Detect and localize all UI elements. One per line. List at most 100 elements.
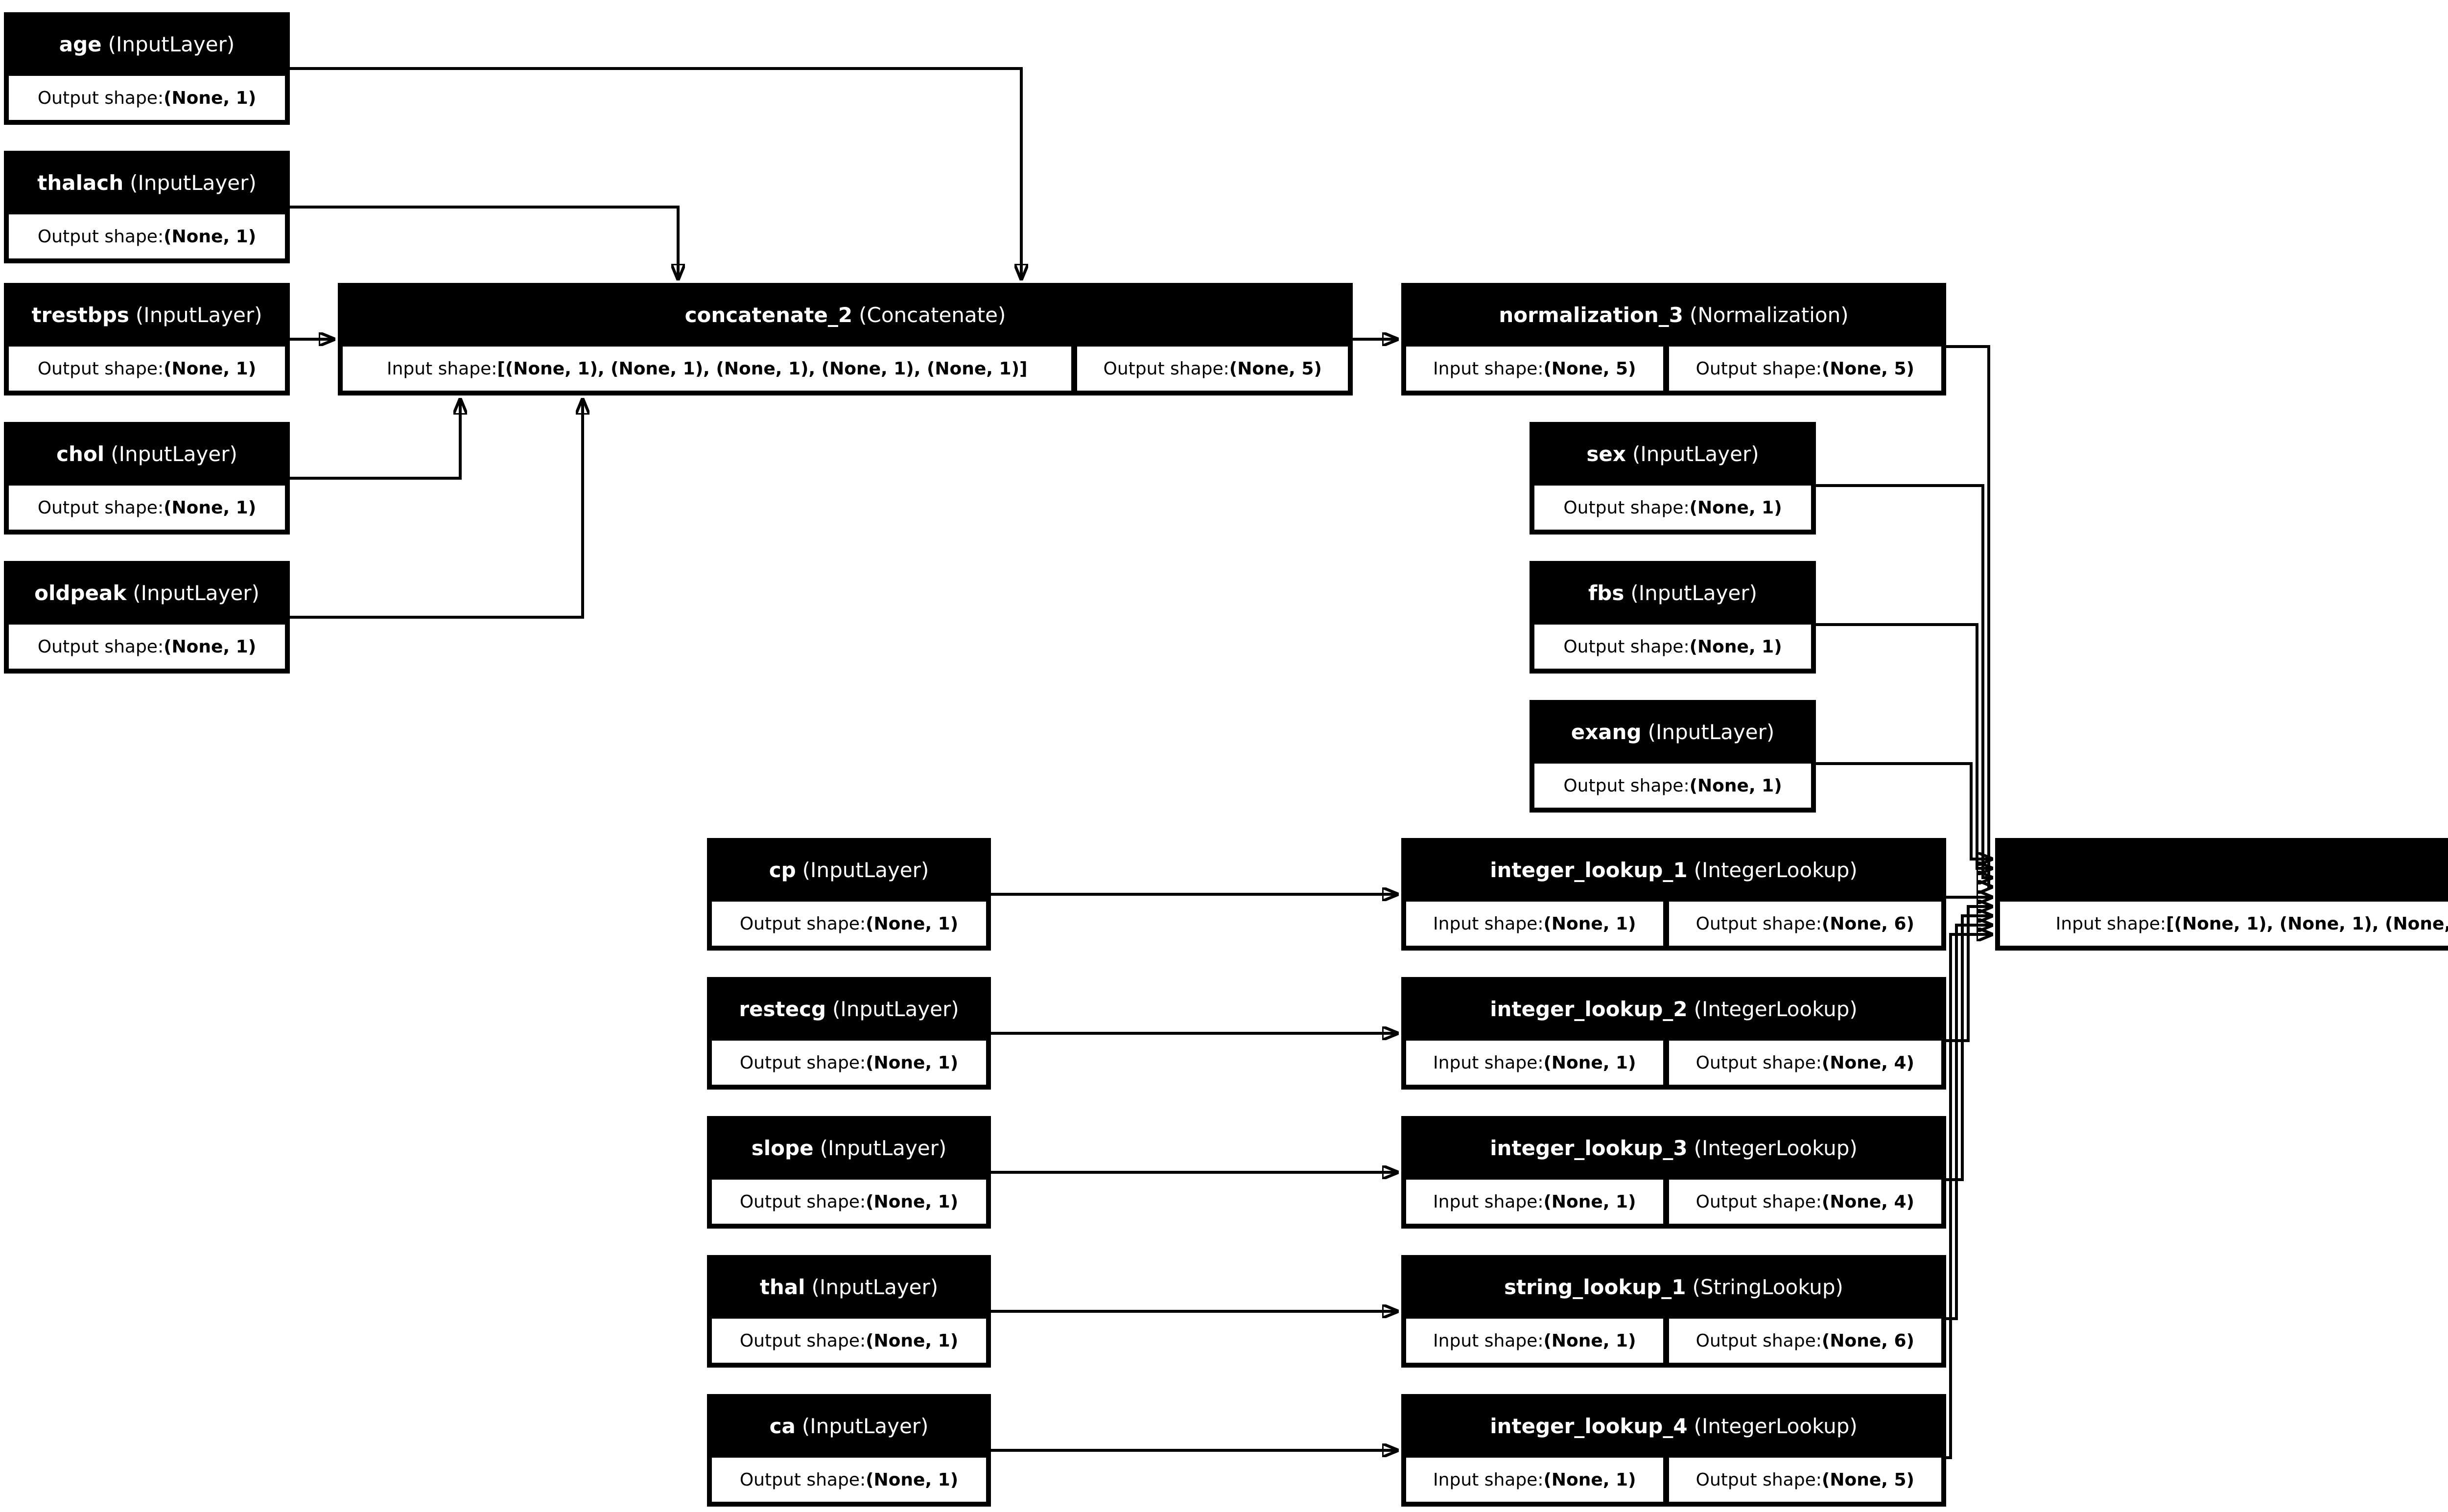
layer-type: (InputLayer)	[133, 581, 259, 605]
input-shape-cell: Input shape: [(None, 1), (None, 1), (Non…	[2000, 902, 2448, 946]
input-shape-cell: Input shape: (None, 5)	[1406, 347, 1663, 391]
layer-type: (InputLayer)	[832, 997, 959, 1021]
layer-name: ca	[769, 1414, 796, 1438]
edge-string_lookup_1-concatenate_3	[1946, 925, 1992, 1320]
layer-type: (InputLayer)	[820, 1136, 947, 1160]
output-shape-label: Output shape:	[1103, 358, 1229, 379]
input-shape-label: Input shape:	[1433, 1330, 1544, 1351]
input-shape-value: (None, 5)	[1543, 358, 1636, 379]
layer-type: (InputLayer)	[1632, 442, 1759, 466]
layer-name: oldpeak	[34, 581, 127, 605]
output-shape-value: (None, 1)	[164, 358, 257, 379]
input-shape-value: (None, 1)	[1543, 913, 1636, 934]
node-title: sex(InputLayer)	[1530, 422, 1816, 486]
layer-name: restecg	[739, 997, 826, 1021]
output-shape-label: Output shape:	[1695, 1191, 1822, 1212]
input-shape-label: Input shape:	[1433, 1052, 1544, 1073]
node-thal: thal(InputLayer) Output shape: (None, 1)	[707, 1255, 991, 1368]
output-shape-cell: Output shape: (None, 1)	[1534, 764, 1811, 808]
edge-fbs-concatenate_3	[1816, 623, 1992, 868]
input-shape-label: Input shape:	[1433, 913, 1544, 934]
layer-type: (Normalization)	[1689, 302, 1849, 327]
input-shape-value: (None, 1)	[1543, 1191, 1636, 1212]
layer-name: chol	[56, 442, 105, 466]
node-age: age(InputLayer) Output shape: (None, 1)	[4, 12, 290, 125]
output-shape-cell: Output shape: (None, 1)	[9, 214, 285, 258]
layer-name: normalization_3	[1499, 302, 1683, 327]
input-shape-cell: Input shape: (None, 1)	[1406, 1319, 1663, 1363]
node-concatenate_3: concatenate_3(Concatenate) Input shape: …	[1995, 838, 2448, 951]
output-shape-cell: Output shape: (None, 1)	[1534, 486, 1811, 530]
node-title: concatenate_2(Concatenate)	[338, 283, 1353, 347]
output-shape-cell: Output shape: (None, 4)	[1669, 1180, 1941, 1224]
output-shape-cell: Output shape: (None, 5)	[1669, 1458, 1941, 1502]
output-shape-label: Output shape:	[1563, 636, 1690, 657]
output-shape-value: (None, 1)	[866, 1052, 959, 1073]
layer-name: exang	[1571, 720, 1642, 744]
input-shape-value: (None, 1)	[1543, 1330, 1636, 1351]
layer-type: (InputLayer)	[811, 1275, 939, 1299]
output-shape-value: (None, 4)	[1821, 1191, 1914, 1212]
output-shape-value: (None, 5)	[1229, 358, 1322, 379]
output-shape-label: Output shape:	[739, 1052, 866, 1073]
layer-type: (Concatenate)	[859, 302, 1006, 327]
layer-name: thal	[759, 1275, 805, 1299]
layer-type: (StringLookup)	[1692, 1275, 1843, 1299]
node-string_lookup_1: string_lookup_1(StringLookup) Input shap…	[1401, 1255, 1946, 1368]
output-shape-cell: Output shape: (None, 1)	[712, 1041, 986, 1085]
layer-type: (IntegerLookup)	[1694, 997, 1858, 1021]
output-shape-label: Output shape:	[37, 497, 164, 518]
layer-name: integer_lookup_4	[1490, 1414, 1688, 1438]
output-shape-label: Output shape:	[37, 226, 164, 247]
input-shape-cell: Input shape: (None, 1)	[1406, 1458, 1663, 1502]
output-shape-cell: Output shape: (None, 5)	[1077, 347, 1348, 391]
output-shape-cell: Output shape: (None, 1)	[712, 1319, 986, 1363]
edge-age-concatenate_2	[290, 67, 1021, 279]
output-shape-value: (None, 1)	[164, 497, 257, 518]
layer-name: fbs	[1588, 581, 1624, 605]
node-sex: sex(InputLayer) Output shape: (None, 1)	[1530, 422, 1816, 535]
output-shape-cell: Output shape: (None, 1)	[712, 1458, 986, 1502]
input-shape-label: Input shape:	[1433, 358, 1544, 379]
layer-name: string_lookup_1	[1504, 1275, 1686, 1299]
output-shape-cell: Output shape: (None, 1)	[9, 625, 285, 669]
layer-type: (IntegerLookup)	[1694, 1414, 1858, 1438]
output-shape-label: Output shape:	[1695, 913, 1822, 934]
node-integer_lookup_4: integer_lookup_4(IntegerLookup) Input sh…	[1401, 1394, 1946, 1507]
layer-name: sex	[1586, 442, 1626, 466]
input-shape-label: Input shape:	[386, 358, 497, 379]
edge-integer_lookup_2-concatenate_3	[1946, 907, 1992, 1042]
layer-name: cp	[769, 858, 796, 882]
node-integer_lookup_2: integer_lookup_2(IntegerLookup) Input sh…	[1401, 977, 1946, 1090]
node-title: integer_lookup_1(IntegerLookup)	[1401, 838, 1946, 902]
layer-type: (InputLayer)	[111, 442, 237, 466]
node-title: concatenate_3(Concatenate)	[1995, 838, 2448, 902]
node-title: thal(InputLayer)	[707, 1255, 991, 1319]
output-shape-label: Output shape:	[37, 88, 164, 108]
input-shape-cell: Input shape: [(None, 1), (None, 1), (Non…	[343, 347, 1072, 391]
input-shape-cell: Input shape: (None, 1)	[1406, 1041, 1663, 1085]
layer-name: integer_lookup_1	[1490, 858, 1688, 882]
output-shape-cell: Output shape: (None, 6)	[1669, 1319, 1941, 1363]
output-shape-cell: Output shape: (None, 1)	[9, 347, 285, 391]
node-slope: slope(InputLayer) Output shape: (None, 1…	[707, 1116, 991, 1229]
node-integer_lookup_3: integer_lookup_3(IntegerLookup) Input sh…	[1401, 1116, 1946, 1229]
layer-type: (IntegerLookup)	[1694, 858, 1858, 882]
output-shape-value: (None, 1)	[866, 913, 959, 934]
node-oldpeak: oldpeak(InputLayer) Output shape: (None,…	[4, 561, 290, 674]
output-shape-value: (None, 6)	[1821, 1330, 1914, 1351]
output-shape-value: (None, 1)	[164, 226, 257, 247]
output-shape-value: (None, 5)	[1821, 1469, 1914, 1490]
output-shape-label: Output shape:	[1695, 1052, 1822, 1073]
node-title: trestbps(InputLayer)	[4, 283, 290, 347]
output-shape-cell: Output shape: (None, 1)	[9, 76, 285, 120]
node-title: slope(InputLayer)	[707, 1116, 991, 1180]
input-shape-value: (None, 1)	[1543, 1469, 1636, 1490]
output-shape-cell: Output shape: (None, 1)	[712, 902, 986, 946]
output-shape-cell: Output shape: (None, 5)	[1669, 347, 1941, 391]
input-shape-value: (None, 1)	[1543, 1052, 1636, 1073]
node-title: restecg(InputLayer)	[707, 977, 991, 1041]
node-title: cp(InputLayer)	[707, 838, 991, 902]
layer-type: (InputLayer)	[1630, 581, 1757, 605]
